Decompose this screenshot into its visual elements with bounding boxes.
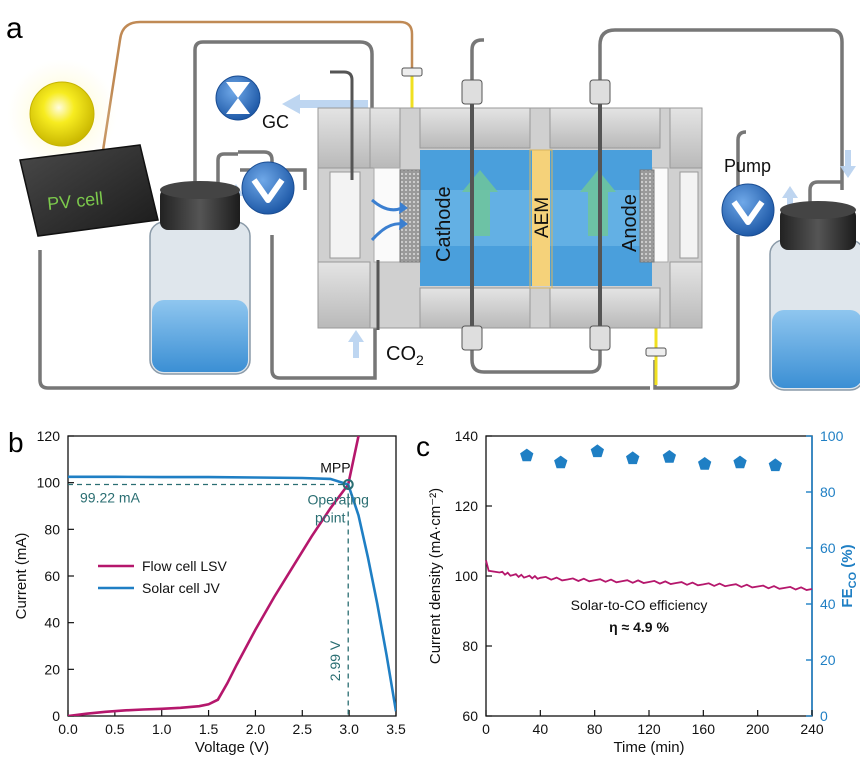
- mpp-marker: [342, 478, 354, 490]
- cathode-label: Cathode: [433, 186, 455, 262]
- aem-membrane: [532, 150, 550, 286]
- x-axis-label: Time (min): [613, 739, 684, 756]
- cathode-gde: [399, 169, 421, 263]
- panel-b: b 0.0 0.5 1.0 1.5 2.0 2.5 3.0 3.5 0 20 40 60 80 100 12…: [8, 427, 406, 756]
- gc-icon: [215, 75, 261, 121]
- x-tick-label: 1.5: [199, 721, 219, 737]
- current-density-line: [485, 560, 813, 591]
- panel-a: a PV cell: [6, 12, 860, 391]
- clip-bottom: [645, 347, 667, 357]
- bolts: [470, 90, 602, 345]
- x-tick-label: 2.5: [293, 721, 313, 737]
- legend-entry: Solar cell JV: [142, 580, 220, 596]
- pump-label: Pump: [724, 156, 771, 176]
- anode-label: Anode: [619, 194, 641, 252]
- fe-co-point: [768, 458, 782, 472]
- x-axis-label: Voltage (V): [195, 739, 269, 756]
- x-tick-label: 40: [533, 721, 549, 737]
- x-tick-label: 0.0: [58, 721, 78, 737]
- right-y-tick-label: 20: [820, 652, 836, 668]
- y-tick-label: 80: [44, 521, 60, 537]
- right-y-tick-label: 60: [820, 540, 836, 556]
- x-tick-label: 3.0: [339, 721, 359, 737]
- left-reservoir: [149, 181, 251, 375]
- x-tick-label: 120: [637, 721, 661, 737]
- fe-co-point: [520, 448, 534, 462]
- fe-co-point: [662, 450, 676, 463]
- y-tick-label: 120: [37, 428, 61, 444]
- x-tick-label: 0.5: [105, 721, 125, 737]
- right-pump-icon: [721, 183, 775, 237]
- y-tick-label: 100: [37, 475, 61, 491]
- panel-b-letter: b: [8, 427, 24, 458]
- y-tick-label: 20: [44, 661, 60, 677]
- chart-b: 0.0 0.5 1.0 1.5 2.0 2.5 3.0 3.5 0 20 40 60 80 100 120V…: [13, 428, 406, 756]
- sun-icon: [29, 81, 95, 147]
- operating-point-label-2: point: [315, 509, 345, 525]
- panel-a-letter: a: [6, 12, 23, 45]
- x-tick-label: 200: [746, 721, 770, 737]
- left-y-tick-label: 100: [455, 568, 479, 584]
- fe-co-point: [554, 455, 568, 469]
- right-y-tick-label: 40: [820, 596, 836, 612]
- aem-label: AEM: [532, 197, 553, 238]
- fe-co-point: [590, 444, 604, 458]
- y-axis-label: Current (mA): [13, 533, 30, 620]
- flow-cell: Cathode AEM Anode: [317, 70, 703, 351]
- y-tick-label: 60: [44, 568, 60, 584]
- fe-co-point: [698, 457, 712, 470]
- x-tick-label: 3.5: [386, 721, 406, 737]
- current-value-label: 99.22 mA: [80, 489, 141, 505]
- gc-label: GC: [262, 112, 289, 132]
- right-y-tick-label: 80: [820, 484, 836, 500]
- anode-electrode: [639, 169, 655, 263]
- x-tick-label: 2.0: [246, 721, 266, 737]
- x-tick-label: 1.0: [152, 721, 172, 737]
- left-pump-icon: [241, 161, 295, 215]
- left-y-tick-label: 60: [462, 708, 478, 724]
- fe-co-point: [626, 451, 640, 465]
- y-tick-label: 0: [52, 708, 60, 724]
- right-y-axis-label-main: FE: [839, 588, 856, 607]
- mpp-label: MPP: [320, 459, 350, 475]
- y-tick-label: 40: [44, 615, 60, 631]
- right-y-tick-label: 100: [820, 428, 844, 444]
- right-y-tick-label: 0: [820, 708, 828, 724]
- right-reservoir: [769, 201, 860, 391]
- pv-cell: PV cell: [19, 144, 159, 237]
- left-y-tick-label: 140: [455, 428, 479, 444]
- x-tick-label: 80: [587, 721, 603, 737]
- legend-entry: Flow cell LSV: [142, 558, 227, 574]
- x-tick-label: 0: [482, 721, 490, 737]
- operating-point-label-1: Operating: [307, 491, 368, 507]
- series-line-flow-cell: [68, 436, 360, 716]
- series-line-solar-cell: [68, 475, 396, 712]
- co2-label: CO2: [386, 343, 424, 368]
- efficiency-value: η ≈ 4.9 %: [609, 619, 669, 635]
- clip-top: [401, 67, 423, 77]
- left-y-tick-label: 120: [455, 498, 479, 514]
- voltage-value-label: 2.99 V: [327, 640, 343, 681]
- panel-c-letter: c: [416, 431, 430, 462]
- right-y-axis-label: FECO (%): [839, 544, 859, 607]
- x-tick-label: 240: [800, 721, 824, 737]
- copper-wire: [98, 20, 414, 171]
- x-tick-label: 160: [692, 721, 716, 737]
- left-y-axis-label: Current density (mA·cm⁻²): [427, 488, 444, 664]
- right-y-axis-label-unit: (%): [839, 544, 856, 572]
- right-y-axis-label-sub: CO: [847, 571, 859, 588]
- left-y-tick-label: 80: [462, 638, 478, 654]
- panel-c: c 0 40 80 120 160 200 240 60 80 100 120 140 0 20 40 60 8…: [416, 428, 859, 756]
- chart-c: 0 40 80 120 160 200 240 60 80 100 120 140 0 20 40 60 80 1…: [427, 428, 859, 756]
- fe-co-point: [733, 455, 747, 469]
- efficiency-title: Solar-to-CO efficiency: [571, 597, 708, 613]
